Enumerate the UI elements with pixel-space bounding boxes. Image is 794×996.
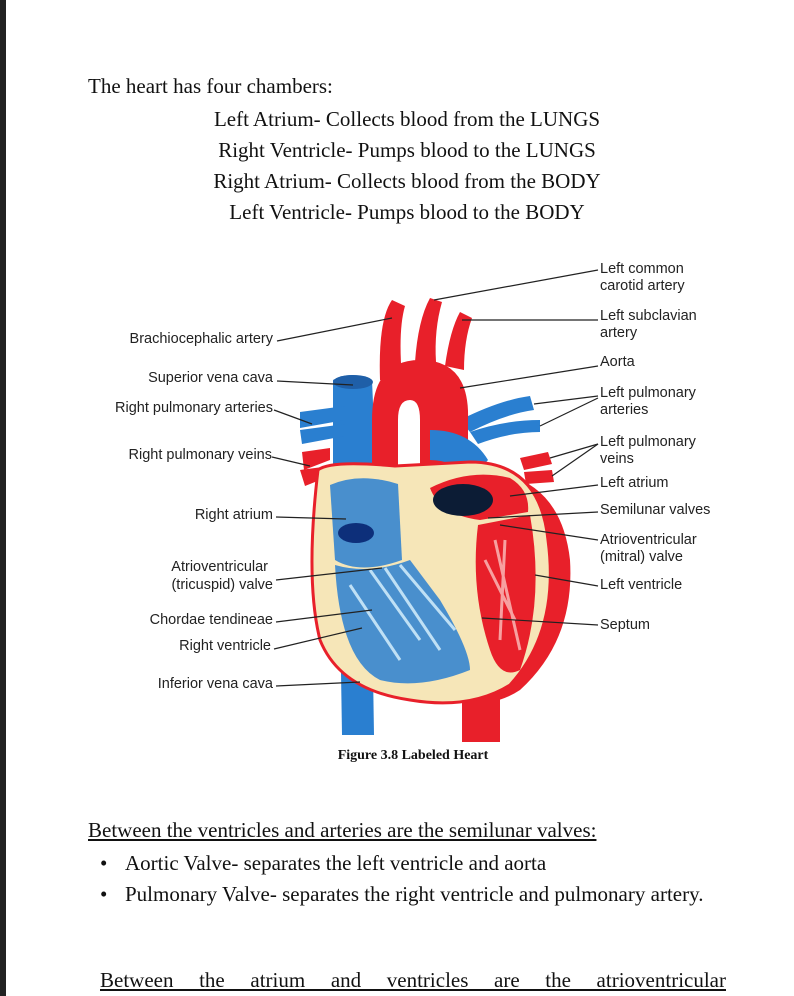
label-av-mitral-line2: (mitral) valve [600,549,683,565]
chamber-left-ventricle: Left Ventricle- Pumps blood to the BODY [229,200,585,224]
right-ventricle [335,560,470,684]
label-left-common-carotid-line2: carotid artery [600,278,685,294]
intro-text: The heart has four chambers: [88,74,333,98]
label-left-ventricle: Left ventricle [600,577,682,593]
figure-caption: Figure 3.8 Labeled Heart [337,748,489,763]
label-left-pulmonary-arteries-line2: arteries [600,402,648,418]
label-semilunar-valves: Semilunar valves [600,502,710,518]
label-superior-vena-cava: Superior vena cava [148,370,274,386]
label-av-tricuspid-line2: (tricuspid) valve [171,577,273,593]
labels-left: Brachiocephalic artery Superior vena cav… [115,331,274,692]
label-right-atrium: Right atrium [195,507,273,523]
label-chordae-tendineae: Chordae tendineae [150,612,273,628]
chamber-right-atrium: Right Atrium- Collects blood from the BO… [213,169,601,193]
chamber-left-atrium: Left Atrium- Collects blood from the LUN… [213,107,601,131]
left-subclavian-branch [445,312,472,370]
semilunar-list: Aortic Valve- separates the left ventric… [100,848,728,910]
label-right-pulmonary-veins: Right pulmonary veins [129,447,272,463]
label-left-common-carotid-line1: Left common [600,261,684,277]
chamber-right-ventricle: Right Ventricle- Pumps blood to the LUNG… [218,138,596,162]
label-inferior-vena-cava: Inferior vena cava [158,676,274,692]
leader-lines [271,269,599,687]
left-ventricle [475,515,536,673]
list-item-aortic-valve: Aortic Valve- separates the left ventric… [100,848,728,879]
label-av-mitral-line1: Atrioventricular [600,532,697,548]
label-brachiocephalic-artery: Brachiocephalic artery [130,331,274,347]
left-carotid-branch [415,298,442,362]
brachiocephalic-branch [379,300,405,380]
label-left-subclavian-line2: artery [600,325,638,341]
label-aorta: Aorta [600,354,636,370]
label-right-ventricle: Right ventricle [179,638,271,654]
right-atrium [330,478,402,568]
label-left-pulmonary-veins-line1: Left pulmonary [600,434,697,450]
semilunar-heading: Between the ventricles and arteries are … [88,818,597,842]
heart-illustration [300,298,571,742]
chamber-list: Left Atrium- Collects blood from the LUN… [0,104,794,228]
label-av-tricuspid-line1: Atrioventricular [171,559,268,575]
label-left-subclavian-line1: Left subclavian [600,308,697,324]
label-right-pulmonary-arteries: Right pulmonary arteries [115,400,273,416]
label-septum: Septum [600,617,650,633]
labels-right: Left common carotid artery Left subclavi… [600,261,710,633]
label-left-atrium: Left atrium [600,475,669,491]
label-left-pulmonary-arteries-line1: Left pulmonary [600,385,697,401]
page-edge-bar [0,0,6,996]
list-item-pulmonary-valve: Pulmonary Valve- separates the right ven… [100,879,728,910]
label-left-pulmonary-veins-line2: veins [600,451,634,467]
atrioventricular-heading: Between the atrium and ventricles are th… [100,968,726,992]
